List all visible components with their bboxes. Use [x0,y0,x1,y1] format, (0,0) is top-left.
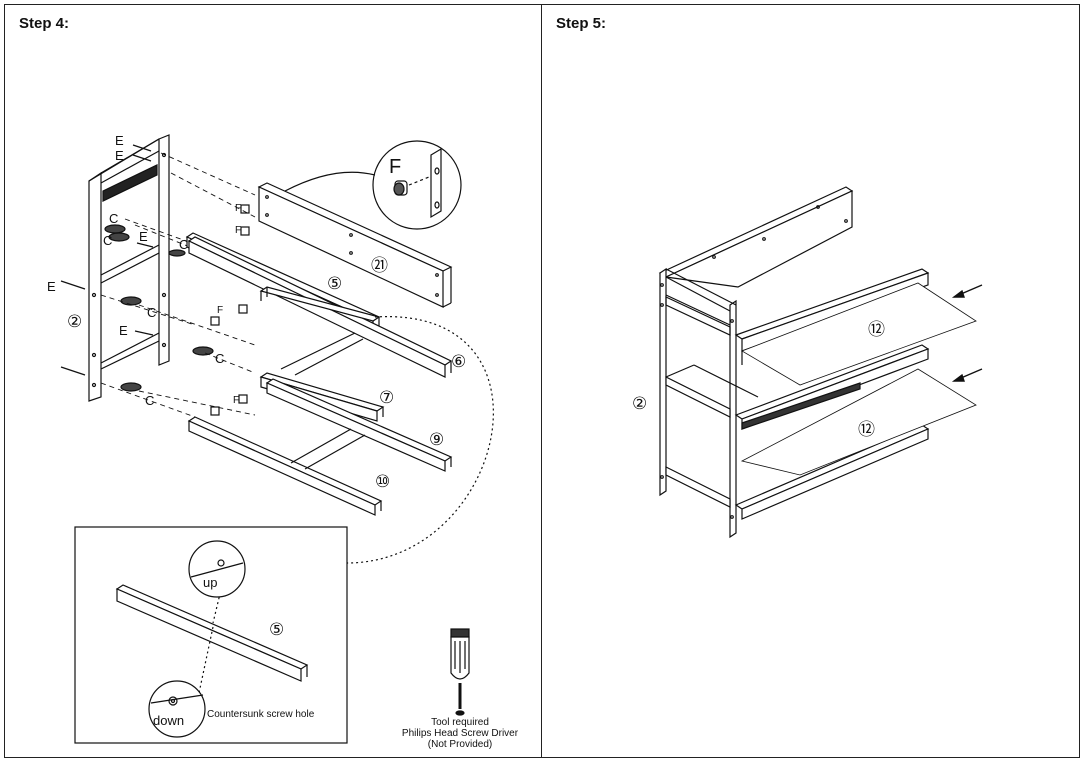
inset-up-label: up [203,575,217,590]
instruction-sheet: Step 4: [4,4,1080,758]
down-circle [148,680,206,738]
screws-e [60,144,154,376]
rail-part-10 [187,416,383,516]
part-number-2: ② [632,394,647,413]
label-c: C [103,233,112,248]
inset-part-number-5: ⑤ [269,620,284,639]
step-4-panel: Step 4: [5,5,542,757]
part-number-12: ⑫ [868,320,885,339]
tool-line-2: Philips Head Screw Driver [402,728,519,739]
inset-rail [115,572,309,694]
label-e: E [115,148,124,163]
screwdriver-icon [450,628,470,716]
label-e: E [115,133,124,148]
label-e: E [139,229,148,244]
shelf-slats-upper [259,286,381,376]
part-number-5: ⑤ [327,274,342,293]
countersunk-label: Countersunk screw hole [207,709,315,720]
label-f: F [235,225,241,236]
inset-down-label: down [153,713,184,728]
detail-circle-f [284,140,462,230]
dowels-f [210,204,250,416]
step-5-diagram: ② ⑫ ⑫ [632,186,983,539]
label-f: F [235,203,241,214]
label-c: C [215,351,224,366]
label-e: E [47,279,56,294]
part-number-9: ⑨ [429,430,444,449]
step-5-panel: Step 5: [542,5,1079,757]
label-c: C [147,305,156,320]
label-f-detail: F [389,156,401,178]
up-circle [188,540,246,598]
label-e: E [119,323,128,338]
back-panel-part-21 [257,182,453,308]
rail-part-9 [265,378,453,472]
label-f: F [217,305,223,316]
tool-line-1: Tool required [431,717,489,728]
step-5-title: Step 5: [556,15,607,32]
step-4-diagram: E E E E E C C C C C C F F F F F ② ㉑ ⑤ ⑥ … [47,133,519,750]
part-number-12: ⑫ [858,420,875,439]
part-number-21: ㉑ [371,256,388,275]
step-4-title: Step 4: [19,15,70,32]
part-number-10: ⑩ [375,472,390,491]
label-c: C [145,393,154,408]
label-c: C [179,237,188,252]
part-number-7: ⑦ [379,388,394,407]
tool-line-3: (Not Provided) [428,739,492,750]
label-f: F [233,395,239,406]
part-number-2: ② [67,312,82,331]
part-number-6: ⑥ [451,352,466,371]
label-c: C [109,211,118,226]
side-frame-part-2 [88,134,170,402]
